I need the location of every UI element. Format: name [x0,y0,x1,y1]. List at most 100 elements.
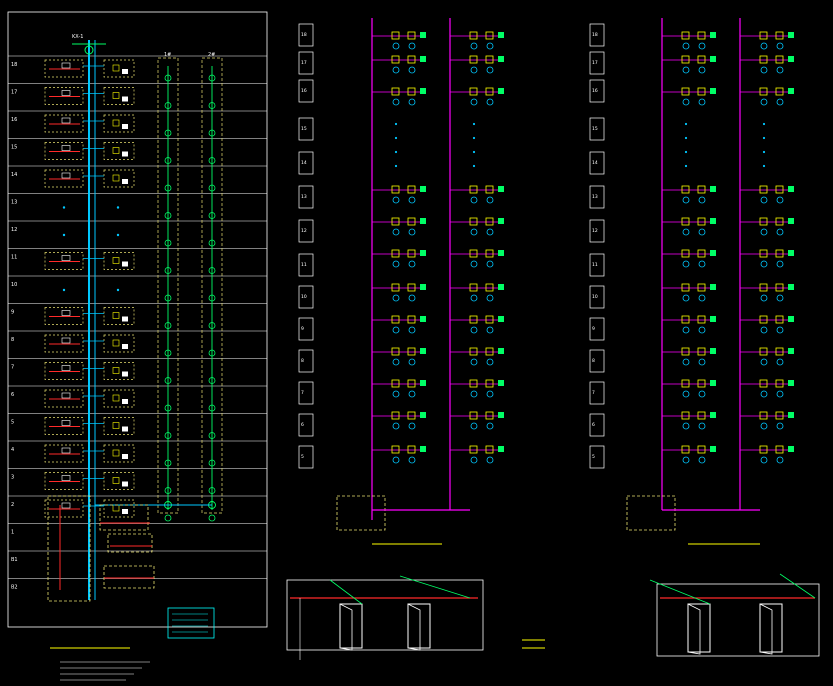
card-reader-symbol [759,217,768,226]
floor-label-box [589,51,605,75]
column-device-symbol [164,322,172,329]
left-legend-lines [172,613,208,633]
button-symbol [392,98,400,106]
button-symbol [392,260,400,268]
module-symbol [710,446,716,452]
sensor-symbol [698,326,706,334]
floor-terminal-symbol [122,481,128,487]
lock-symbol [775,249,784,258]
floor-label: 16 [592,88,598,94]
module-symbol [710,88,716,94]
module-symbol [788,284,794,290]
floor-unit-right-box [103,169,135,188]
sensor-symbol [698,228,706,236]
continuation-dot [472,136,476,140]
column-device-symbol [208,459,216,467]
floor-unit-left-box [44,169,84,188]
card-reader-symbol [469,379,478,388]
floor-label: 9 [11,310,14,316]
column-device-symbol [164,487,172,494]
column-device-symbol [164,432,172,439]
lock-symbol [485,31,494,40]
sensor-symbol [486,456,494,464]
sensor-symbol [486,260,494,268]
column-device-symbol [164,294,172,302]
floor-label-box [589,381,605,405]
card-reader-symbol [469,31,478,40]
floor-unit-left-box [44,114,84,133]
basement-device-box-1 [99,504,149,531]
button-symbol [682,390,690,398]
floor-label-box [298,285,314,309]
lock-symbol [407,411,416,420]
floor-label: 11 [301,262,307,268]
sensor-symbol [698,66,706,74]
column-device-symbol [164,184,172,192]
module-symbol [788,186,794,192]
column-device-symbol [208,322,216,329]
module-symbol [788,88,794,94]
module-symbol [498,56,504,62]
lock-symbol [407,55,416,64]
sensor-symbol [486,326,494,334]
module-symbol [420,348,426,354]
floor-label: 18 [11,62,17,68]
module-symbol [788,32,794,38]
lock-symbol [697,31,706,40]
sensor-symbol [776,358,784,366]
device-column-box [201,57,223,514]
right-detail-frame [656,583,820,657]
module-symbol [498,218,504,224]
floor-label-box [298,253,314,277]
floor-label: B2 [11,585,18,591]
lock-symbol [697,379,706,388]
sensor-symbol [408,228,416,236]
sensor-symbol [776,456,784,464]
right-door-detail [649,573,820,657]
module-symbol [710,348,716,354]
floor-unit-right-box [103,389,135,408]
sensor-symbol [486,66,494,74]
card-reader-symbol [681,185,690,194]
floor-module-symbol [61,475,71,481]
button-symbol [760,42,768,50]
floor-module-symbol [61,255,71,261]
module-symbol [788,380,794,386]
module-symbol [420,88,426,94]
right-leader-2 [779,573,816,599]
column-device-symbol [208,157,216,164]
floor-label-box [298,413,314,437]
card-reader-symbol [391,217,400,226]
basement-device-box-3 [103,565,155,589]
lock-symbol [485,249,494,258]
floor-module-symbol [61,90,71,96]
button-symbol [470,66,478,74]
floor-terminal-symbol [122,399,128,404]
sensor-symbol [698,358,706,366]
module-symbol [498,446,504,452]
floor-label-box [589,285,605,309]
floor-module-symbol [61,392,71,399]
floor-label-box [589,413,605,437]
button-symbol [470,228,478,236]
floor-unit-left-box [44,334,84,353]
floor-label: 17 [301,60,307,66]
floor-unit-right-box [103,142,135,160]
button-symbol [682,294,690,302]
module-symbol [420,446,426,452]
button-symbol [470,422,478,430]
column-device-symbol [164,349,172,357]
middle-detail-frame [286,579,484,651]
button-symbol [470,326,478,334]
floor-label-box [589,151,605,175]
floor-label: 14 [11,172,17,178]
button-symbol [682,42,690,50]
lock-symbol [485,445,494,454]
floor-detector-symbol [112,422,120,429]
column-device-symbol [208,267,216,274]
card-reader-symbol [469,249,478,258]
floor-label: 16 [301,88,307,94]
sensor-symbol [486,390,494,398]
module-symbol [420,250,426,256]
floor-detector-symbol [112,449,120,457]
